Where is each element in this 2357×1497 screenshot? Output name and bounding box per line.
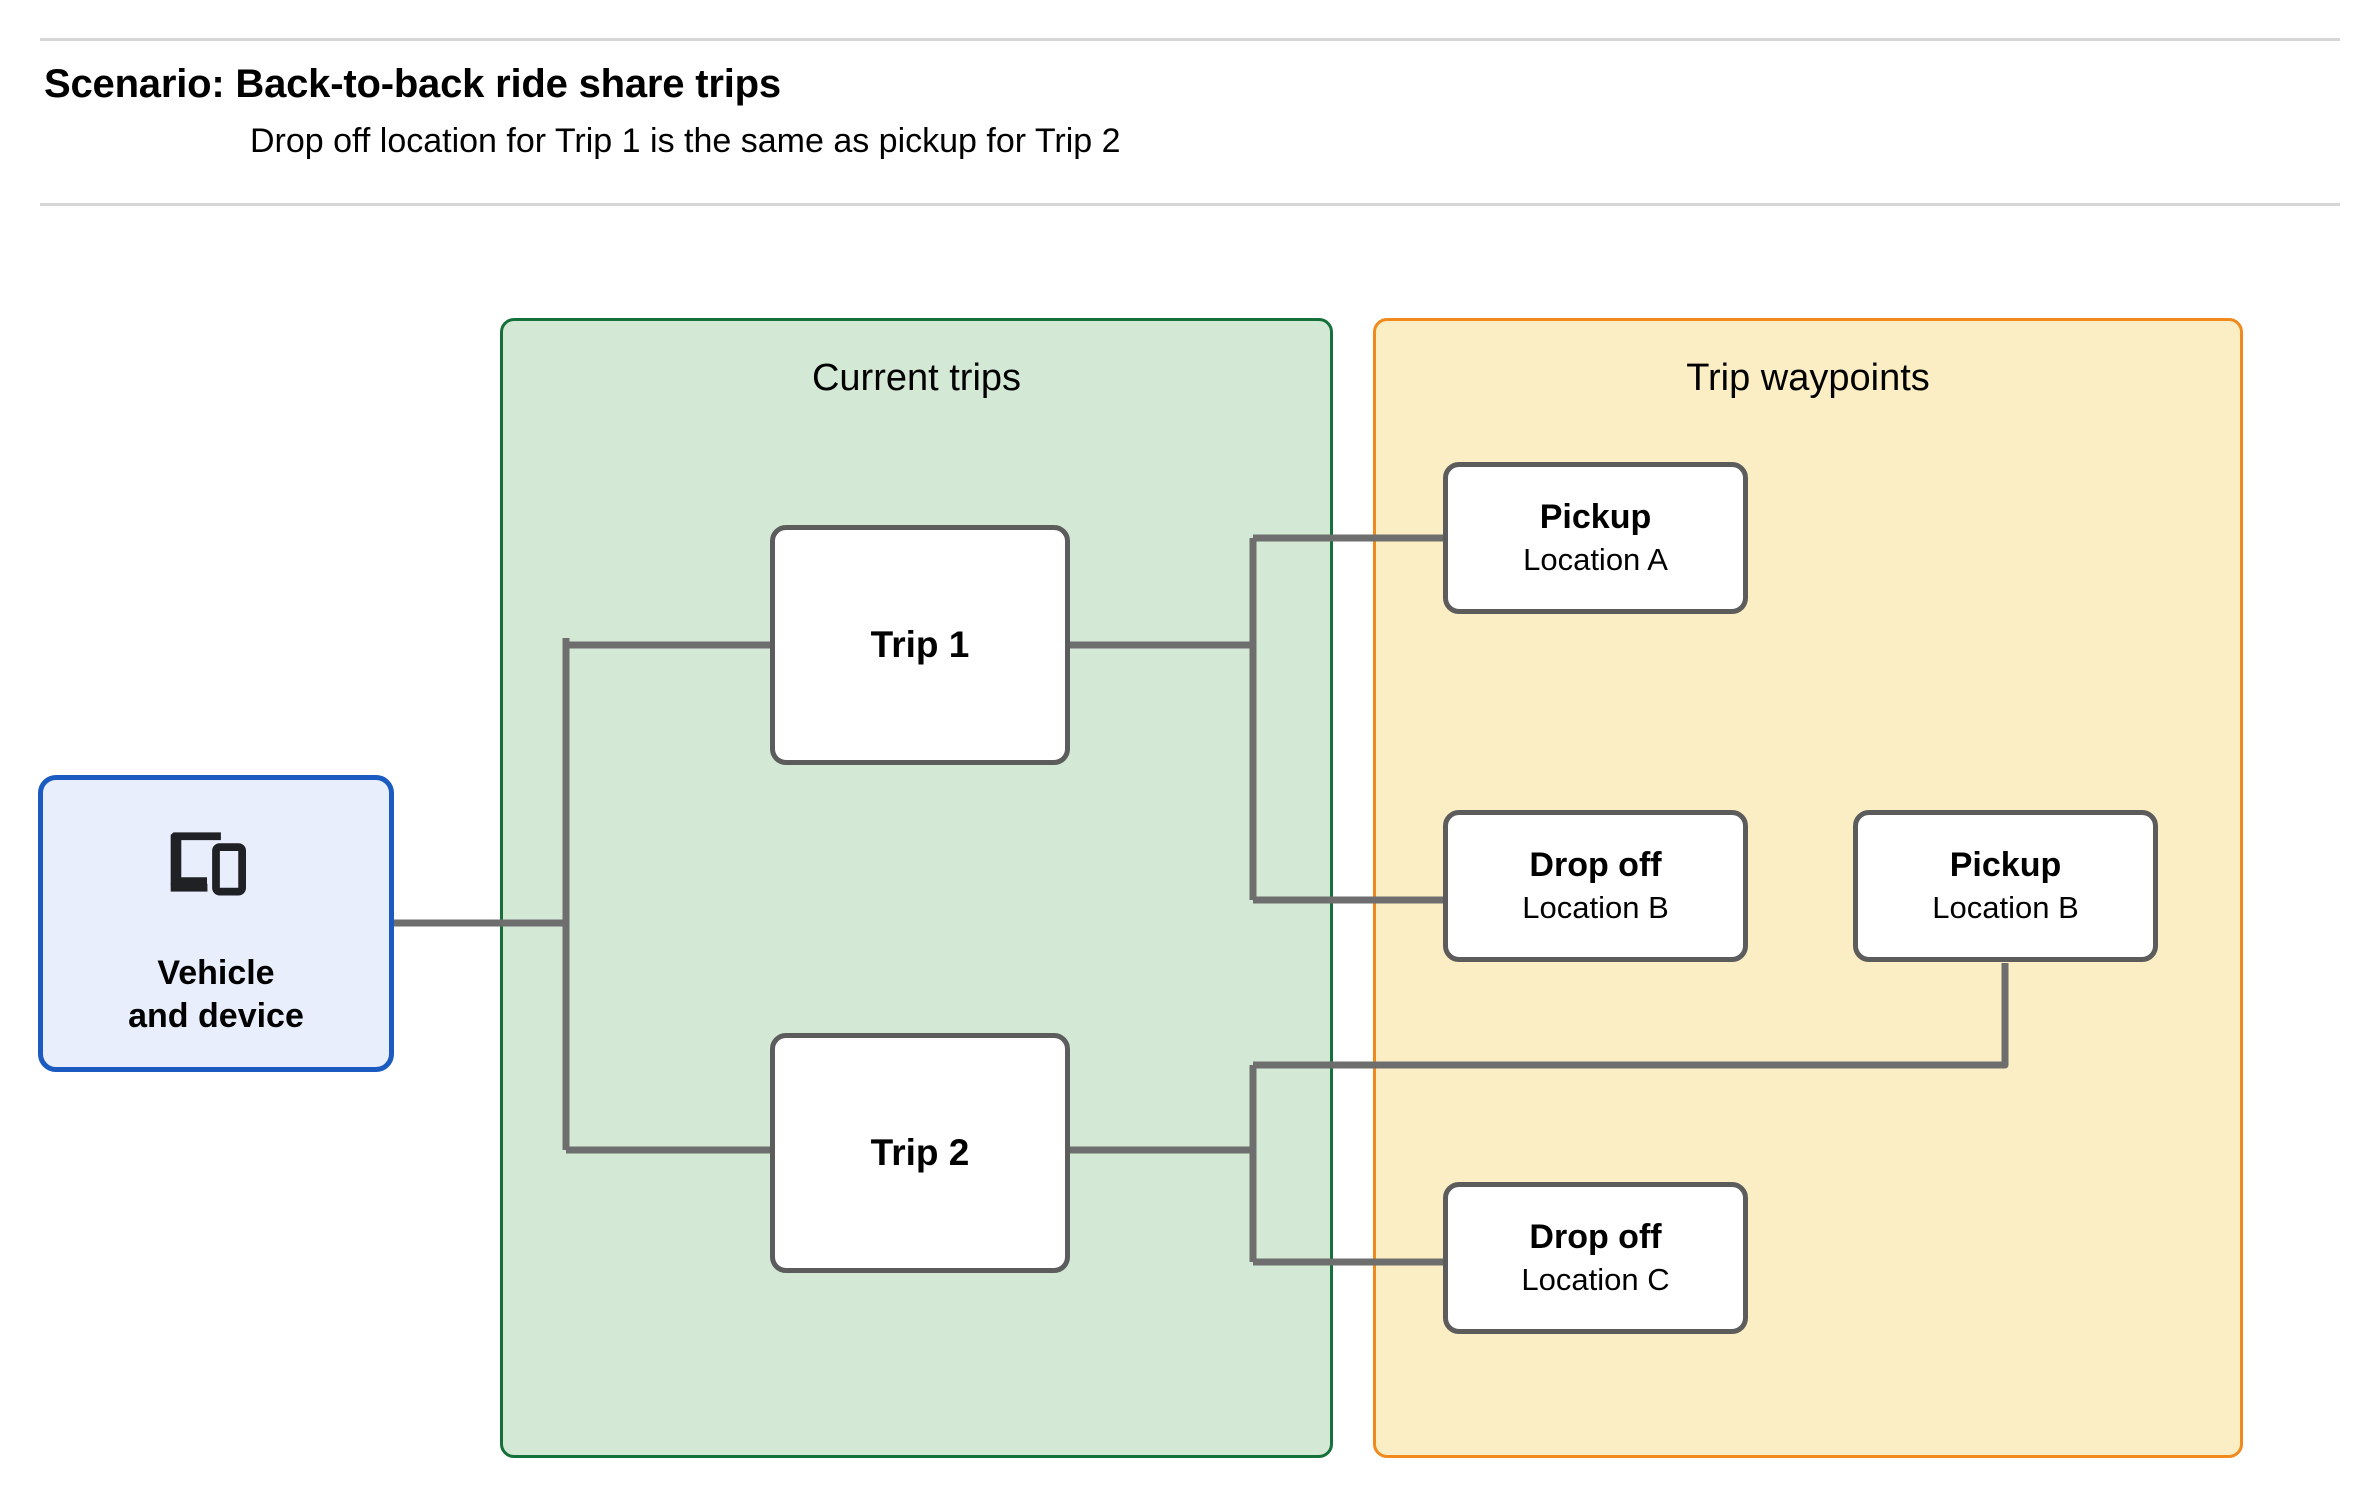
node-waypoint-pickup-a[interactable]: Pickup Location A <box>1443 462 1748 614</box>
header-divider-top <box>40 38 2340 41</box>
waypoint-pickup-a-type: Pickup <box>1539 497 1652 536</box>
node-trip-1[interactable]: Trip 1 <box>770 525 1070 765</box>
page-subtitle: Drop off location for Trip 1 is the same… <box>250 122 1121 160</box>
waypoint-dropoff-b-type: Drop off <box>1529 845 1662 884</box>
node-waypoint-dropoff-b[interactable]: Drop off Location B <box>1443 810 1748 962</box>
node-trip-1-label: Trip 1 <box>870 623 970 665</box>
group-current-trips-title: Current trips <box>811 357 1022 399</box>
header-divider-bottom <box>40 203 2340 206</box>
node-trip-2[interactable]: Trip 2 <box>770 1033 1070 1273</box>
waypoint-pickup-b-location: Location B <box>1932 889 2079 925</box>
node-trip-2-label: Trip 2 <box>870 1131 970 1173</box>
waypoint-pickup-b-type: Pickup <box>1949 845 2062 884</box>
waypoint-dropoff-c-type: Drop off <box>1529 1217 1662 1256</box>
devices-icon <box>170 832 247 896</box>
waypoint-dropoff-c-location: Location C <box>1521 1261 1670 1297</box>
wire-trip-2-to-pickup-b <box>1253 963 2009 1069</box>
node-waypoint-pickup-b[interactable]: Pickup Location B <box>1853 810 2158 962</box>
node-vehicle-label: Vehicle and device <box>128 954 304 1035</box>
node-vehicle-and-device[interactable]: Vehicle and device <box>38 775 394 1072</box>
waypoint-pickup-a-location: Location A <box>1523 541 1668 577</box>
page-title: Scenario: Back-to-back ride share trips <box>44 62 781 106</box>
waypoint-dropoff-b-location: Location B <box>1522 889 1669 925</box>
group-trip-waypoints-title: Trip waypoints <box>1686 357 1930 399</box>
node-waypoint-dropoff-c[interactable]: Drop off Location C <box>1443 1182 1748 1334</box>
